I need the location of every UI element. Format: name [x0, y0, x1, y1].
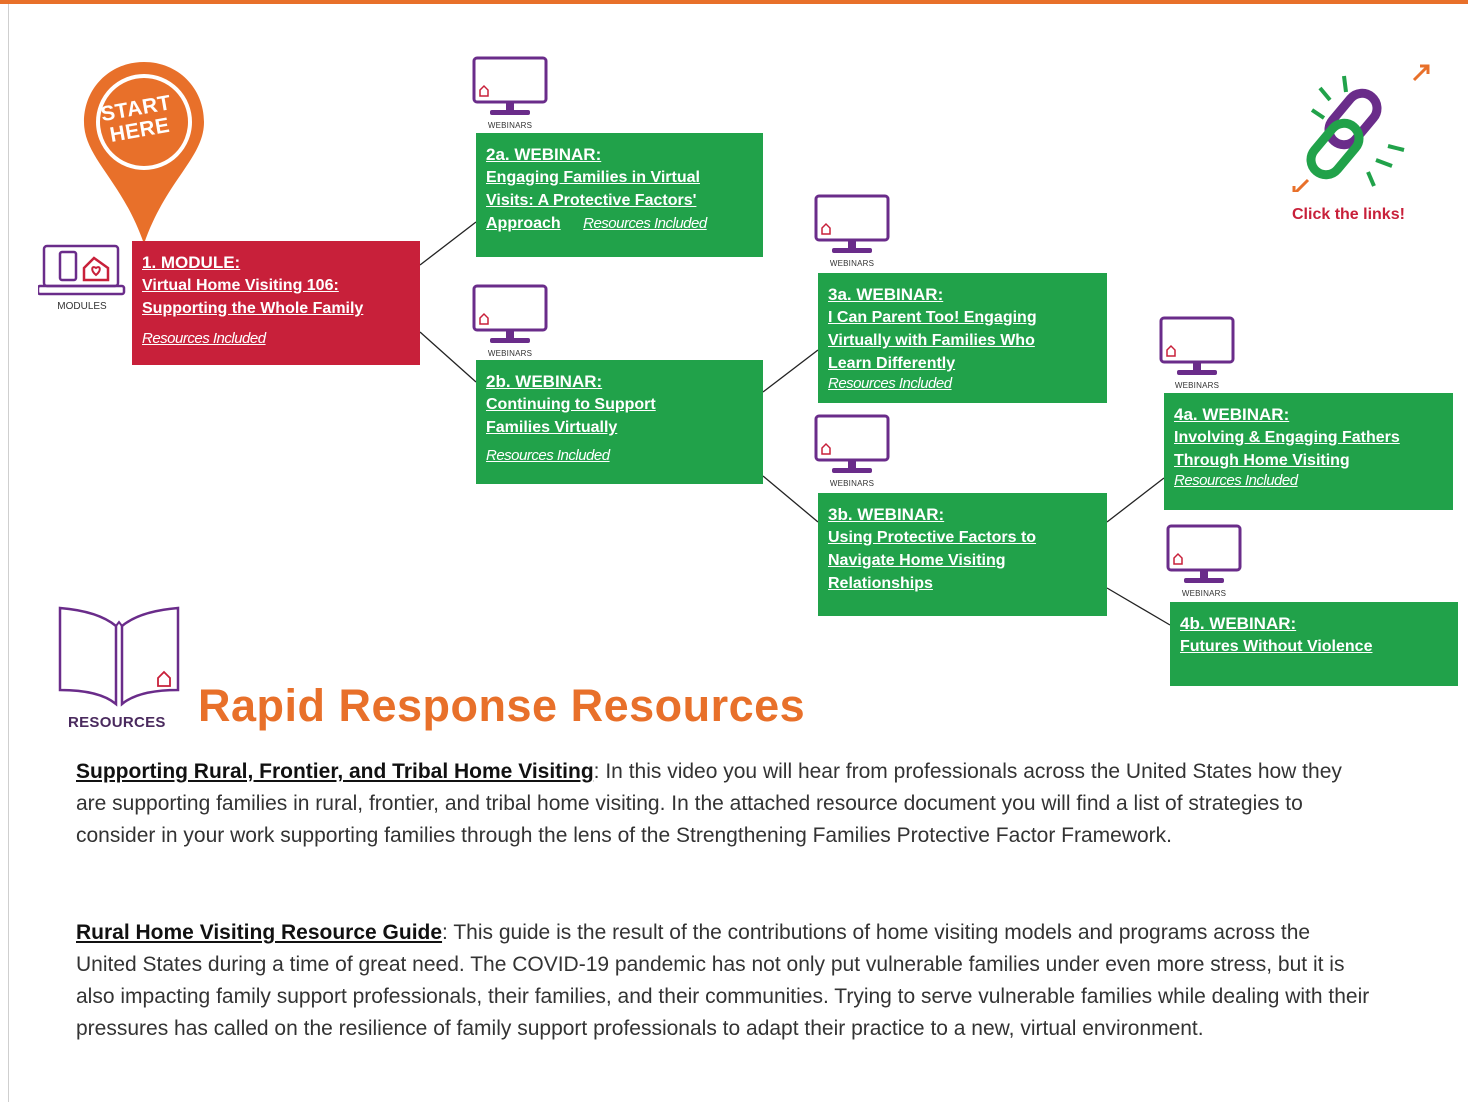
webinar-2b-title-line2[interactable]: Families Virtually — [486, 419, 618, 436]
webinar-4a-resources-link[interactable]: Resources Included — [1174, 472, 1298, 489]
monitor-icon — [472, 56, 548, 115]
webinars-caption: WEBINARS — [487, 349, 533, 358]
resource-link-rural-frontier-tribal[interactable]: Supporting Rural, Frontier, and Tribal H… — [76, 760, 594, 783]
paragraph-1-body: In this video you will hear from profess… — [76, 760, 1342, 847]
webinars-caption: WEBINARS — [829, 259, 875, 268]
webinar-4a-monitor: WEBINARS — [1155, 314, 1239, 390]
webinar-2a-card[interactable]: 2a. WEBINAR: Engaging Families in Virtua… — [476, 133, 763, 257]
webinar-2a-title-line1[interactable]: Engaging Families in Virtual — [486, 169, 700, 186]
webinar-2b-resources-link[interactable]: Resources Included — [486, 447, 610, 464]
monitor-icon — [814, 414, 890, 473]
paragraph-2-body: This guide is the result of the contribu… — [76, 921, 1370, 1040]
resource-paragraph-2: Rural Home Visiting Resource Guide: This… — [76, 917, 1376, 1045]
webinar-2b-card[interactable]: 2b. WEBINAR: Continuing to Support Famil… — [476, 360, 763, 484]
webinar-2a-resources-link[interactable]: Resources Included — [583, 215, 707, 232]
webinar-2a-title-line2[interactable]: Visits: A Protective Factors' — [486, 192, 697, 209]
open-book-icon — [58, 606, 180, 707]
paragraph-1-separator: : — [593, 760, 600, 783]
resources-caption: RESOURCES — [68, 714, 166, 731]
webinar-2b-heading[interactable]: 2b. WEBINAR: — [486, 372, 603, 391]
top-accent-bar — [0, 0, 1468, 4]
webinar-2b-title-line1[interactable]: Continuing to Support — [486, 396, 656, 413]
webinar-2a-heading[interactable]: 2a. WEBINAR: — [486, 145, 602, 164]
webinar-3b-card[interactable]: 3b. WEBINAR: Using Protective Factors to… — [818, 493, 1107, 616]
paragraph-2-separator: : — [442, 921, 448, 944]
webinar-3a-card[interactable]: 3a. WEBINAR: I Can Parent Too! Engaging … — [818, 273, 1107, 403]
webinar-3a-title-line3[interactable]: Learn Differently — [828, 355, 956, 372]
webinar-2a-title-line3[interactable]: Approach — [486, 215, 561, 232]
webinars-caption: WEBINARS — [829, 479, 875, 488]
module-title-line1[interactable]: Virtual Home Visiting 106: — [142, 277, 339, 294]
modules-caption: MODULES — [57, 301, 107, 312]
webinars-caption: WEBINARS — [1174, 381, 1220, 390]
webinar-3b-title-line1[interactable]: Using Protective Factors to — [828, 529, 1037, 546]
webinar-3b-title-line2[interactable]: Navigate Home Visiting — [828, 552, 1006, 569]
monitor-icon — [1166, 524, 1242, 583]
click-the-links-note: Click the links! — [1292, 206, 1405, 223]
monitor-icon — [814, 194, 890, 253]
webinar-3a-resources-link[interactable]: Resources Included — [828, 375, 952, 392]
webinars-caption: WEBINARS — [487, 121, 533, 130]
left-border — [8, 4, 9, 1102]
monitor-icon — [1159, 316, 1235, 375]
start-here-pin-icon — [84, 62, 204, 244]
webinar-4a-card[interactable]: 4a. WEBINAR: Involving & Engaging Father… — [1164, 393, 1453, 510]
monitor-icon — [472, 284, 548, 343]
webinar-4b-monitor: WEBINARS — [1162, 522, 1246, 598]
webinar-3b-title-line3[interactable]: Relationships — [828, 575, 933, 592]
laptop-phone-heart-icon — [36, 244, 126, 296]
module-resources-link[interactable]: Resources Included — [142, 330, 266, 347]
webinar-4b-title-line1[interactable]: Futures Without Violence — [1180, 638, 1373, 655]
resource-paragraph-1: Supporting Rural, Frontier, and Tribal H… — [76, 756, 1376, 852]
module-heading[interactable]: 1. MODULE: — [142, 253, 241, 272]
webinar-4b-card[interactable]: 4b. WEBINAR: Futures Without Violence — [1170, 602, 1458, 686]
webinar-4a-heading[interactable]: 4a. WEBINAR: — [1174, 405, 1290, 424]
webinar-3b-heading[interactable]: 3b. WEBINAR: — [828, 505, 945, 524]
webinar-2a-monitor: WEBINARS — [468, 54, 552, 130]
modules-icon-group: MODULES — [36, 242, 126, 312]
webinar-4b-heading[interactable]: 4b. WEBINAR: — [1180, 614, 1297, 633]
webinar-3a-monitor: WEBINARS — [810, 192, 894, 268]
webinar-2b-monitor: WEBINARS — [468, 282, 552, 358]
webinar-4a-title-line2[interactable]: Through Home Visiting — [1174, 452, 1350, 469]
section-title: Rapid Response Resources — [198, 680, 806, 731]
chain-link-icon — [1292, 64, 1430, 192]
webinar-3a-title-line1[interactable]: I Can Parent Too! Engaging — [828, 309, 1037, 326]
webinar-3a-heading[interactable]: 3a. WEBINAR: — [828, 285, 944, 304]
resource-link-rural-guide[interactable]: Rural Home Visiting Resource Guide — [76, 921, 443, 944]
module-title-line2[interactable]: Supporting the Whole Family — [142, 300, 364, 317]
webinar-3a-title-line2[interactable]: Virtually with Families Who — [828, 332, 1035, 349]
webinar-4a-title-line1[interactable]: Involving & Engaging Fathers — [1174, 429, 1400, 446]
module-1-card[interactable]: 1. MODULE: Virtual Home Visiting 106: Su… — [132, 241, 420, 365]
webinars-caption: WEBINARS — [1181, 589, 1227, 598]
webinar-3b-monitor: WEBINARS — [810, 412, 894, 488]
